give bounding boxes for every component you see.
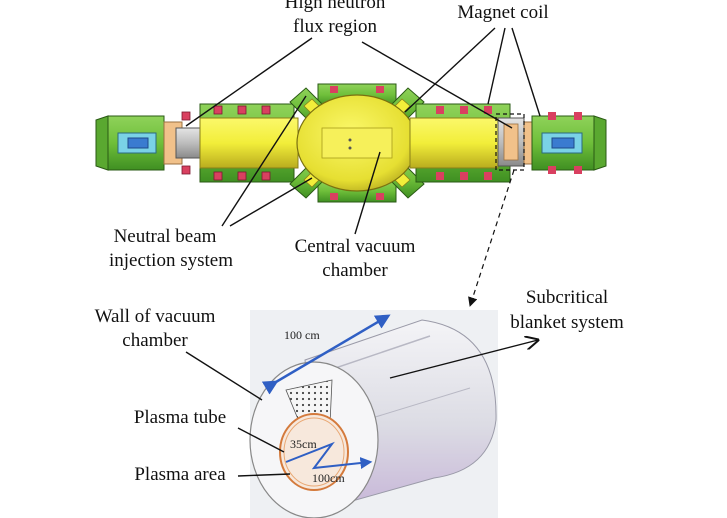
right-magnet-section xyxy=(409,103,511,183)
top-leader-lines xyxy=(185,27,541,129)
label-magnet-coil: Magnet coil xyxy=(457,2,548,23)
label-nbi-line2: injection system xyxy=(109,250,233,271)
label-plasma-area: Plasma area xyxy=(134,464,226,485)
label-central-line2: chamber xyxy=(322,260,388,281)
length-dimension-arrow xyxy=(261,314,391,395)
label-high-flux-line2: flux region xyxy=(293,16,377,37)
label-plasma-tube: Plasma tube xyxy=(134,407,226,428)
tube-radius-label: 35cm xyxy=(290,437,317,451)
left-end-cap xyxy=(95,115,201,171)
label-wall-line2: chamber xyxy=(122,330,188,351)
length-dimension-label: 100 cm xyxy=(284,328,320,342)
reactor-cross-section xyxy=(95,83,607,203)
right-end-cap xyxy=(495,112,607,174)
middle-leader-lines xyxy=(221,95,515,307)
label-nbi-line1: Neutral beam xyxy=(114,226,217,247)
label-high-flux-line1: High neutron xyxy=(285,0,386,13)
blanket-radius-label: 100cm xyxy=(312,471,345,485)
blanket-selection-box xyxy=(495,113,525,171)
radius-dimension-arrow xyxy=(285,441,373,470)
label-central-line1: Central vacuum xyxy=(295,236,416,257)
label-blanket-line1: Subcritical xyxy=(526,287,608,308)
blanket-system-render xyxy=(249,310,498,518)
zoom-dashed-arrow xyxy=(468,169,515,307)
label-wall-line1: Wall of vacuum xyxy=(95,306,216,327)
bottom-leader-lines xyxy=(185,340,538,477)
central-chamber xyxy=(289,83,425,203)
left-magnet-section xyxy=(181,103,299,183)
label-blanket-line2: blanket system xyxy=(510,312,624,333)
